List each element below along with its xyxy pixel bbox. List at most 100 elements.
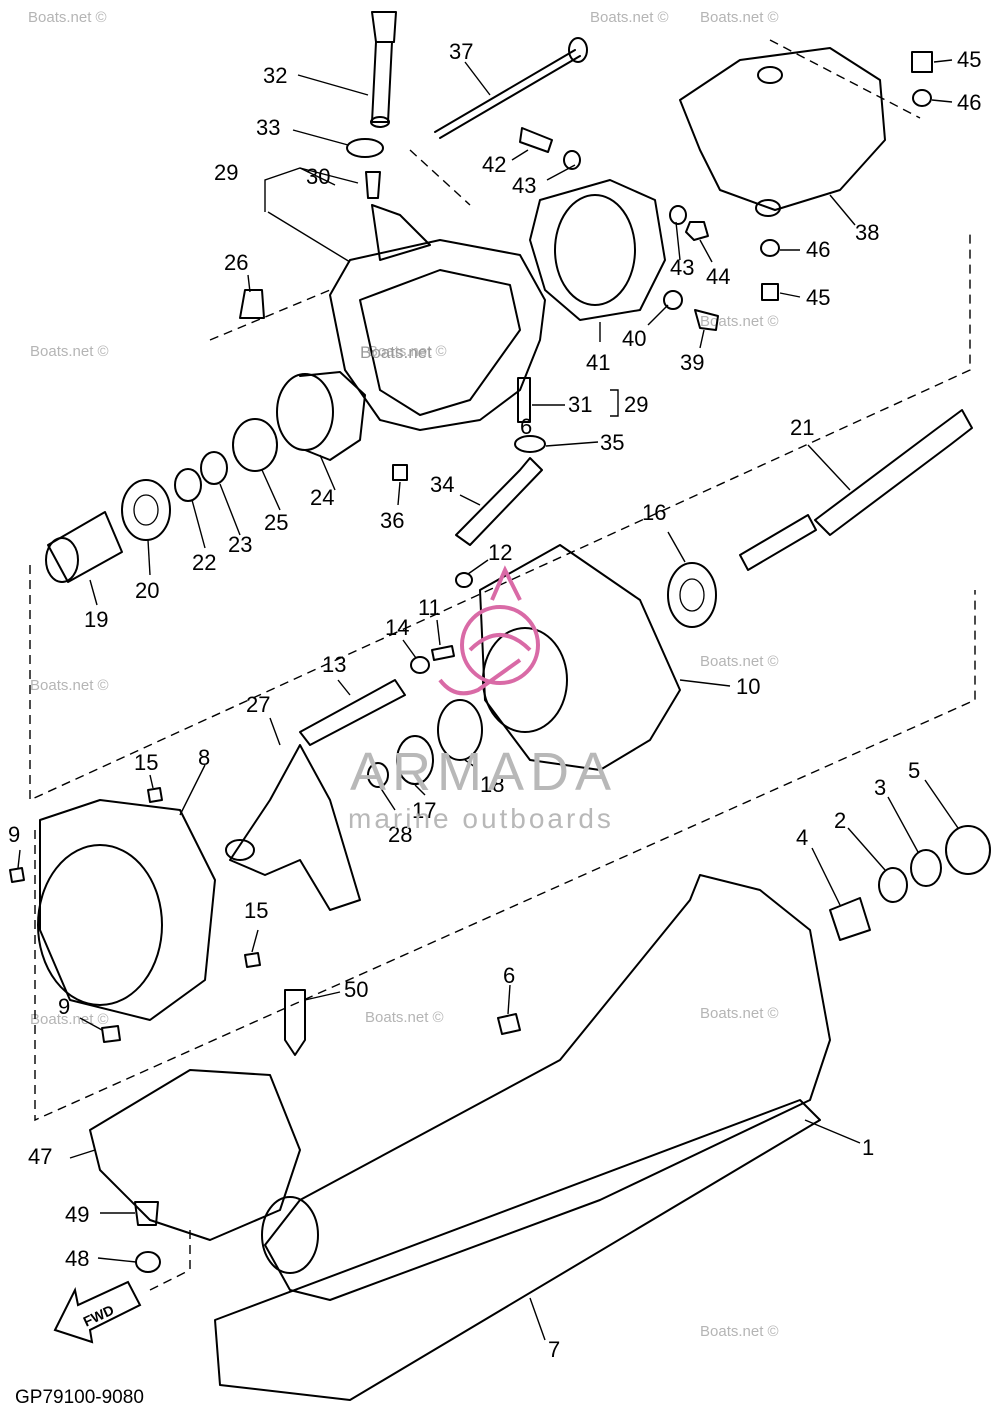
watermark: Boats.net © xyxy=(30,1011,109,1028)
watermark: Boats.net © xyxy=(700,1323,779,1340)
part-label-28: 28 xyxy=(388,822,412,847)
part-label-7: 7 xyxy=(548,1337,560,1362)
watermark: Boats.net © xyxy=(30,677,109,694)
part-drawings xyxy=(9,11,991,1401)
part-sleeve-19 xyxy=(47,511,123,583)
part-11 xyxy=(431,645,455,661)
part-label-42: 42 xyxy=(482,152,506,177)
part-nozzle-38 xyxy=(679,47,886,211)
part-nut-46 xyxy=(912,89,932,107)
part-label-21: 21 xyxy=(790,415,814,440)
part-50 xyxy=(284,989,306,1056)
part-label-6b: 6 xyxy=(520,414,532,439)
part-label-36: 36 xyxy=(380,508,404,533)
part-label-18: 18 xyxy=(480,772,504,797)
watermark: Boats.net © xyxy=(700,653,779,670)
part-label-35: 35 xyxy=(600,430,624,455)
part-bolt-37 xyxy=(434,49,576,133)
part-bolt-45 xyxy=(911,51,933,73)
part-bearing-16 xyxy=(667,562,717,628)
part-bearing-20 xyxy=(121,479,171,541)
part-bolt-42 xyxy=(519,127,553,153)
part-pin-9 xyxy=(9,867,25,883)
guide-lines xyxy=(29,39,976,1291)
part-pin-15 xyxy=(147,787,163,803)
part-nut-44 xyxy=(685,221,709,241)
part-bracket-41 xyxy=(529,179,666,321)
part-hose-34 xyxy=(455,457,543,546)
part-housing-10 xyxy=(479,544,681,771)
part-pin-31 xyxy=(517,377,531,423)
diagram-code: GP79100-9080 xyxy=(15,1387,144,1408)
part-label-15: 15 xyxy=(134,750,158,775)
part-shaft-21 xyxy=(814,409,973,536)
part-oring-25 xyxy=(232,418,278,472)
part-label-50: 50 xyxy=(344,977,368,1002)
part-label-19: 19 xyxy=(84,607,108,632)
watermark: Boats.net © xyxy=(700,1005,779,1022)
part-label-5: 5 xyxy=(908,758,920,783)
part-label-10: 10 xyxy=(736,674,760,699)
part-label-25: 25 xyxy=(264,510,288,535)
part-label-3: 3 xyxy=(874,775,886,800)
watermark: Boats.net © xyxy=(700,9,779,26)
part-label-41: 41 xyxy=(586,350,610,375)
part-label-30: 30 xyxy=(306,164,330,189)
part-label-32: 32 xyxy=(263,63,287,88)
leader-lines xyxy=(17,59,959,1341)
brand-logo: ARMADA marine outboards xyxy=(348,565,617,834)
part-3 xyxy=(910,849,942,887)
part-clamp-35 xyxy=(514,435,546,453)
part-label-44: 44 xyxy=(706,264,730,289)
part-gear-4 xyxy=(829,897,871,941)
part-nut-14 xyxy=(410,656,430,674)
part-elbow-24 xyxy=(276,373,334,451)
part-pin-9b xyxy=(101,1025,121,1043)
brand-name: ARMADA xyxy=(350,742,617,802)
part-nut-46b xyxy=(760,239,780,257)
part-label-45: 45 xyxy=(957,47,981,72)
forward-arrow-icon: FWD xyxy=(53,1280,142,1344)
part-label-38: 38 xyxy=(855,220,879,245)
part-label-48: 48 xyxy=(65,1246,89,1271)
part-label-40: 40 xyxy=(622,326,646,351)
part-label-29: 29 xyxy=(214,160,238,185)
part-plate-7 xyxy=(214,1099,821,1401)
part-label-45b: 45 xyxy=(806,285,830,310)
part-label-13: 13 xyxy=(322,652,346,677)
part-nipple-30 xyxy=(365,171,381,199)
part-bolt-39 xyxy=(694,309,719,331)
part-label-14: 14 xyxy=(385,615,409,640)
watermark-layer: Boats.net © Boats.net © Boats.net © Boat… xyxy=(28,9,779,1340)
part-label-27: 27 xyxy=(246,692,270,717)
part-label-17: 17 xyxy=(412,798,436,823)
part-label-23: 23 xyxy=(228,532,252,557)
part-label-47: 47 xyxy=(28,1144,52,1169)
part-bearing-18 xyxy=(437,699,483,761)
part-label-16: 16 xyxy=(642,500,666,525)
part-label-9: 9 xyxy=(8,822,20,847)
brand-tagline: marine outboards xyxy=(348,803,614,834)
part-collar-23 xyxy=(200,451,228,485)
part-label-34: 34 xyxy=(430,472,454,497)
brand-logo-mark xyxy=(438,565,540,696)
part-label-39: 39 xyxy=(680,350,704,375)
part-label-1: 1 xyxy=(862,1135,874,1160)
part-label-37: 37 xyxy=(449,39,473,64)
part-label-33: 33 xyxy=(256,115,280,140)
part-label-9b: 9 xyxy=(58,994,70,1019)
part-rod-13 xyxy=(299,679,406,746)
part-pin-15b xyxy=(244,952,261,968)
part-collar-40 xyxy=(663,290,683,310)
part-label-29b: 29 xyxy=(624,392,648,417)
part-washer-43b xyxy=(669,205,687,225)
part-duct-1 xyxy=(264,874,831,1301)
part-tube-32 xyxy=(371,11,397,123)
part-housing-29 xyxy=(329,239,546,431)
part-pin-36 xyxy=(392,464,408,481)
watermark: Boats.net © xyxy=(365,1009,444,1026)
part-cap-5 xyxy=(945,825,991,875)
part-washer-43 xyxy=(563,150,581,170)
part-label-11: 11 xyxy=(418,595,441,620)
